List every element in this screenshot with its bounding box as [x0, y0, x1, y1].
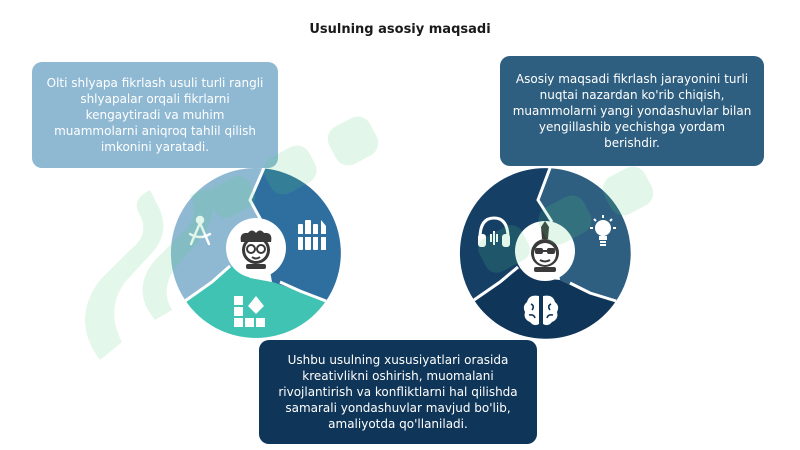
info-card-right: Asosiy maqsadi fikrlash jarayonini turli… — [500, 56, 764, 166]
headphones-icon — [478, 216, 510, 247]
right-wheel-divider — [473, 167, 617, 303]
page-title: Usulning asosiy maqsadi — [309, 22, 491, 37]
info-card-left: Olti shlyapa fikrlash usuli turli rangli… — [32, 62, 278, 168]
punk-avatar-icon — [531, 221, 559, 272]
left-wheel — [170, 167, 341, 338]
left-wheel-segment-top — [170, 168, 264, 301]
right-wheel — [459, 167, 631, 339]
left-wheel-divider — [184, 167, 327, 303]
compass-icon — [188, 215, 212, 246]
shapes-icon — [234, 296, 265, 327]
info-card-bottom: Ushbu usulning xususiyatlari orasida kre… — [259, 340, 537, 444]
pencils-icon — [297, 220, 327, 250]
lightbulb-icon — [590, 215, 616, 246]
scientist-avatar-icon — [240, 230, 272, 269]
brain-icon — [523, 295, 559, 326]
